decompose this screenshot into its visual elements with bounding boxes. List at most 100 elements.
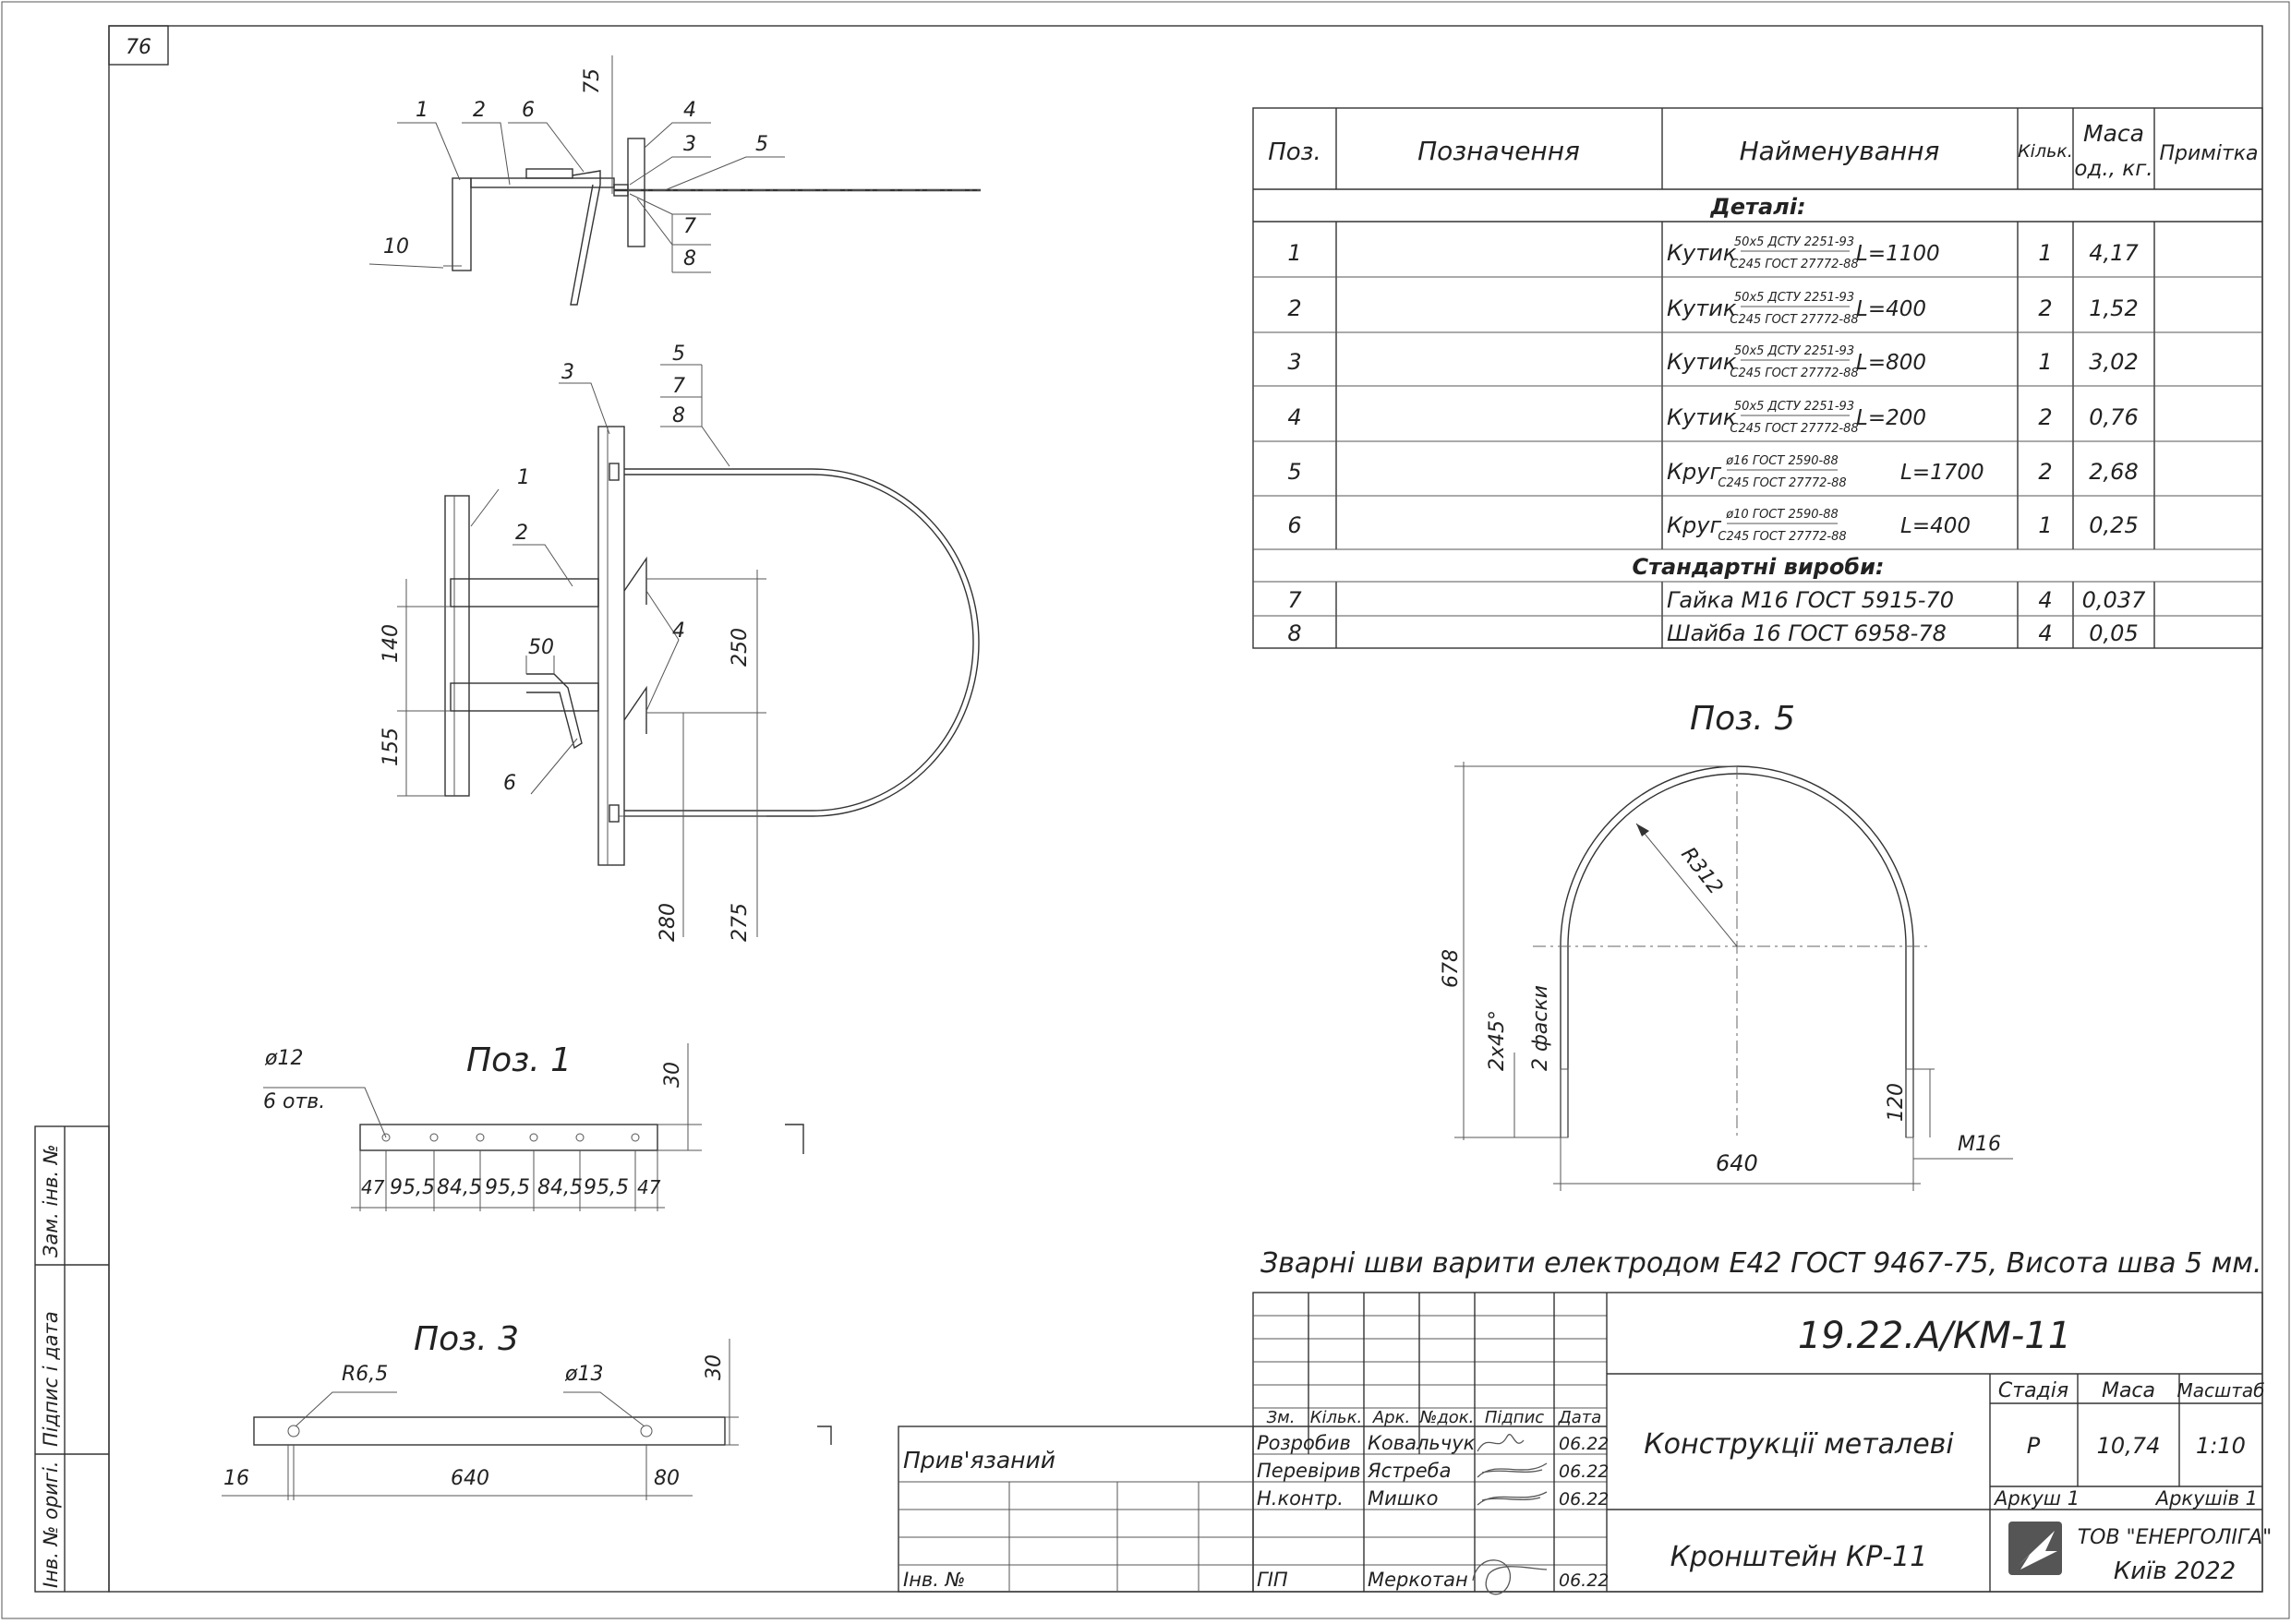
tb-stage-label: Стадія bbox=[1998, 1379, 2068, 1402]
front-dim-50: 50 bbox=[528, 636, 554, 659]
poz5-h: 678 bbox=[1440, 949, 1463, 988]
front-label-1: 1 bbox=[517, 466, 530, 489]
front-dim-250: 250 bbox=[729, 628, 752, 667]
spec-section-standard: Стандартні вироби: bbox=[1633, 554, 1885, 580]
spec-row-pos: 4 bbox=[1287, 404, 1301, 430]
tb-mass-label: Маса bbox=[2102, 1379, 2155, 1402]
top-dim-75: 75 bbox=[581, 68, 604, 94]
spec-h-note: Примітка bbox=[2159, 142, 2258, 165]
signature-gip bbox=[1472, 1559, 1548, 1595]
spec-row-mass: 0,25 bbox=[2089, 512, 2138, 538]
poz3-dim-80: 80 bbox=[654, 1467, 680, 1490]
spec-row-name: Шайба 16 ГОСТ 6958-78 bbox=[1667, 620, 1947, 646]
drawing-item: Кронштейн КР-11 bbox=[1670, 1541, 1928, 1573]
spec-row-len: L=1700 bbox=[1900, 461, 1984, 485]
spec-row-mass: 1,52 bbox=[2089, 295, 2138, 321]
spec-row-qty: 4 bbox=[2038, 587, 2052, 613]
spec-row-bottom: С245 ГОСТ 27772-88 bbox=[1730, 367, 1858, 380]
top-label-8: 8 bbox=[683, 247, 696, 271]
spec-row-top: ø16 ГОСТ 2590-88 bbox=[1725, 454, 1839, 468]
tb-mass: 10,74 bbox=[2097, 1433, 2161, 1459]
front-label-7: 7 bbox=[672, 375, 685, 398]
tb-name-dev: Ковальчук bbox=[1368, 1432, 1476, 1454]
spec-row-len: L=1100 bbox=[1856, 242, 1940, 266]
tb-sheets: Аркушів 1 bbox=[2154, 1487, 2258, 1510]
spec-row-pos: 1 bbox=[1287, 240, 1301, 266]
poz1-dim-3: 95,5 bbox=[485, 1176, 530, 1199]
spec-row-bottom: С245 ГОСТ 27772-88 bbox=[1730, 313, 1858, 327]
poz1-hole: ø12 bbox=[264, 1047, 303, 1070]
spec-row-top: 50х5 ДСТУ 2251-93 bbox=[1734, 235, 1854, 249]
side-stamp: Зам. інв. № Підпис і дата Інв. № оригі. bbox=[34, 1125, 110, 1593]
spec-row-kind: Кутик bbox=[1667, 404, 1737, 430]
top-label-6: 6 bbox=[522, 99, 535, 122]
company-logo bbox=[2008, 1522, 2062, 1575]
poz5-end: 120 bbox=[1885, 1083, 1908, 1122]
spec-row-len: L=800 bbox=[1856, 351, 1926, 375]
spec-row-pos: 2 bbox=[1287, 295, 1301, 321]
poz1-dim-0: 47 bbox=[361, 1176, 385, 1198]
poz1-dim-2: 84,5 bbox=[437, 1176, 482, 1199]
spec-row-mass: 4,17 bbox=[2089, 240, 2139, 266]
spec-row-mass: 0,037 bbox=[2082, 587, 2146, 613]
poz3-dim-640: 640 bbox=[451, 1467, 489, 1490]
front-label-8: 8 bbox=[672, 404, 685, 427]
tb-col-ark: Арк. bbox=[1372, 1408, 1410, 1427]
spec-row-top: 50х5 ДСТУ 2251-93 bbox=[1734, 291, 1854, 305]
front-dim-280: 280 bbox=[657, 903, 680, 942]
spec-row-4: 4 Кутик 50х5 ДСТУ 2251-93 С245 ГОСТ 2777… bbox=[1287, 400, 2138, 436]
side-stamp-inv: Інв. № оригі. bbox=[40, 1461, 62, 1588]
spec-row-bottom: С245 ГОСТ 27772-88 bbox=[1730, 422, 1858, 436]
tb-date-norm: 06.22 bbox=[1559, 1489, 1609, 1510]
spec-row-mass: 0,76 bbox=[2089, 404, 2138, 430]
front-label-5: 5 bbox=[672, 343, 685, 366]
tb-role-norm: Н.контр. bbox=[1257, 1487, 1344, 1510]
spec-h-mass2: од., кг. bbox=[2074, 157, 2152, 181]
poz1-title: Поз. 1 bbox=[466, 1041, 572, 1079]
tb-date-gip: 06.22 bbox=[1559, 1570, 1609, 1591]
front-label-3: 3 bbox=[561, 361, 574, 384]
spec-row-qty: 1 bbox=[2038, 512, 2052, 538]
poz1-dim-4: 84,5 bbox=[537, 1176, 583, 1199]
spec-row-kind: Кутик bbox=[1667, 240, 1737, 266]
front-label-2: 2 bbox=[515, 522, 528, 545]
spec-row-pos: 5 bbox=[1287, 459, 1301, 485]
tb-role-check: Перевірив bbox=[1257, 1460, 1361, 1482]
front-dim-155: 155 bbox=[380, 728, 403, 766]
top-label-3: 3 bbox=[683, 133, 696, 156]
front-label-4: 4 bbox=[672, 620, 685, 643]
spec-row-3: 3 Кутик 50х5 ДСТУ 2251-93 С245 ГОСТ 2777… bbox=[1287, 344, 2138, 380]
front-dim-140: 140 bbox=[380, 624, 403, 663]
spec-row-qty: 2 bbox=[2038, 459, 2052, 485]
top-label-1: 1 bbox=[416, 99, 428, 122]
spec-h-mass1: Маса bbox=[2083, 120, 2144, 147]
spec-std-row-7: 7 Гайка М16 ГОСТ 5915-70 4 0,037 bbox=[1287, 587, 2146, 613]
spec-row-top: 50х5 ДСТУ 2251-93 bbox=[1734, 400, 1854, 414]
drawing-title: Конструкції металеві bbox=[1644, 1428, 1954, 1461]
tb-scale-label: Масштаб bbox=[2176, 1379, 2264, 1401]
spec-row-kind: Кутик bbox=[1667, 349, 1737, 375]
poz1-dim-1: 95,5 bbox=[390, 1176, 435, 1199]
spec-row-6: 6 Круг ø10 ГОСТ 2590-88 С245 ГОСТ 27772-… bbox=[1287, 508, 2138, 544]
spec-std-row-8: 8 Шайба 16 ГОСТ 6958-78 4 0,05 bbox=[1287, 620, 2138, 646]
spec-row-mass: 2,68 bbox=[2089, 459, 2138, 485]
spec-row-top: 50х5 ДСТУ 2251-93 bbox=[1734, 344, 1854, 358]
spec-h-name: Найменування bbox=[1740, 136, 1940, 166]
poz5-chamfer2: 2 фаски bbox=[1529, 985, 1552, 1071]
spec-row-qty: 1 bbox=[2038, 349, 2052, 375]
poz3-dim-30: 30 bbox=[703, 1354, 726, 1380]
spec-row-1: 1 Кутик 50х5 ДСТУ 2251-93 С245 ГОСТ 2777… bbox=[1287, 235, 2139, 271]
tb-date-dev: 06.22 bbox=[1559, 1434, 1609, 1454]
spec-row-pos: 8 bbox=[1287, 620, 1301, 646]
spec-h-pos: Поз. bbox=[1268, 138, 1321, 166]
side-stamp-zam: Зам. інв. № bbox=[40, 1144, 62, 1257]
tb-company: ТОВ "ЕНЕРГОЛІГА" bbox=[2078, 1526, 2273, 1549]
poz1-dim-6: 47 bbox=[637, 1176, 661, 1198]
tb-name-check: Ястреба bbox=[1367, 1460, 1451, 1482]
binding-block: Прив'язаний Інв. № bbox=[898, 1426, 1254, 1593]
spec-h-designation: Позначення bbox=[1417, 136, 1580, 166]
signature-dev bbox=[1477, 1434, 1525, 1452]
spec-row-pos: 7 bbox=[1287, 587, 1302, 613]
poz3-view: Поз. 3 R6,5 ø13 30 16 640 80 bbox=[222, 1320, 832, 1500]
